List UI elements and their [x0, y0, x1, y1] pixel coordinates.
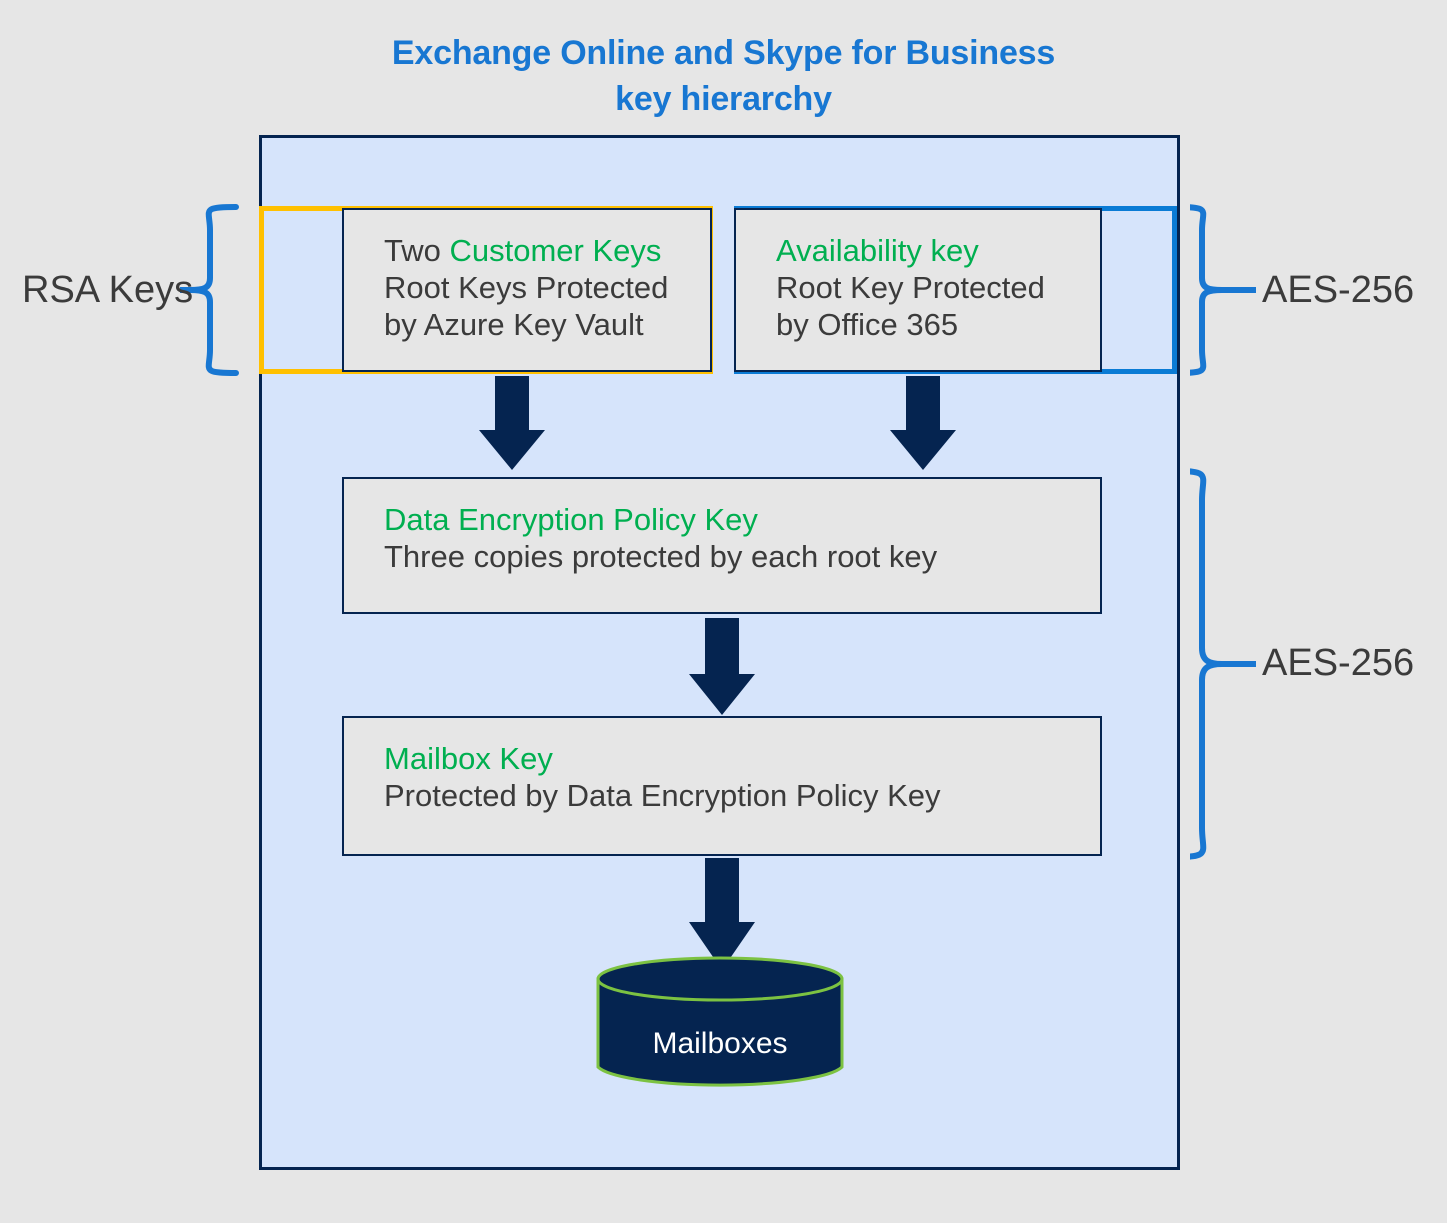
curly-brace-left-icon-aes-bottom — [1190, 468, 1256, 860]
down-arrow-icon-dep-to-mailbox-key — [689, 618, 755, 715]
mailbox-key-box[interactable]: Mailbox Key Protected by Data Encryption… — [342, 716, 1102, 856]
aes-256-label-bottom: AES-256 — [1262, 642, 1415, 684]
availability-key-line-2: Root Key Protected — [776, 270, 1045, 305]
aes-256-label-top: AES-256 — [1262, 269, 1415, 311]
curly-brace-left-icon-aes-top — [1190, 204, 1256, 376]
customer-keys-line-1: Two Customer Keys — [384, 232, 710, 269]
customer-keys-line-3: by Azure Key Vault — [384, 307, 644, 342]
rsa-keys-label: RSA Keys — [22, 269, 194, 311]
page-title: Exchange Online and Skype for Business k… — [0, 30, 1447, 122]
availability-key-line-3: by Office 365 — [776, 307, 959, 342]
down-arrow-icon-customer-to-dep — [479, 376, 545, 470]
dep-key-line-2: Three copies protected by each root key — [384, 539, 938, 574]
customer-keys-line-2: Root Keys Protected — [384, 270, 669, 305]
customer-keys-box[interactable]: Two Customer Keys Root Keys Protected by… — [342, 208, 712, 372]
availability-key-box[interactable]: Availability key Root Key Protected by O… — [734, 208, 1102, 372]
dep-key-accent: Data Encryption Policy Key — [384, 502, 758, 537]
availability-key-accent: Availability key — [776, 233, 979, 268]
customer-keys-line-1-prefix: Two — [384, 233, 450, 268]
down-arrow-icon-mailbox-key-to-mailboxes — [689, 858, 755, 970]
mailbox-key-accent: Mailbox Key — [384, 741, 553, 776]
title-line-2: key hierarchy — [615, 80, 832, 118]
mailbox-key-line-2: Protected by Data Encryption Policy Key — [384, 778, 941, 813]
database-cylinder-icon-mailboxes[interactable] — [596, 955, 844, 1091]
curly-brace-right-icon-rsa — [180, 204, 246, 376]
title-line-1: Exchange Online and Skype for Business — [391, 34, 1056, 72]
down-arrow-icon-availability-to-dep — [890, 376, 956, 470]
data-encryption-policy-key-box[interactable]: Data Encryption Policy Key Three copies … — [342, 477, 1102, 614]
customer-keys-accent: Customer Keys — [449, 233, 662, 268]
